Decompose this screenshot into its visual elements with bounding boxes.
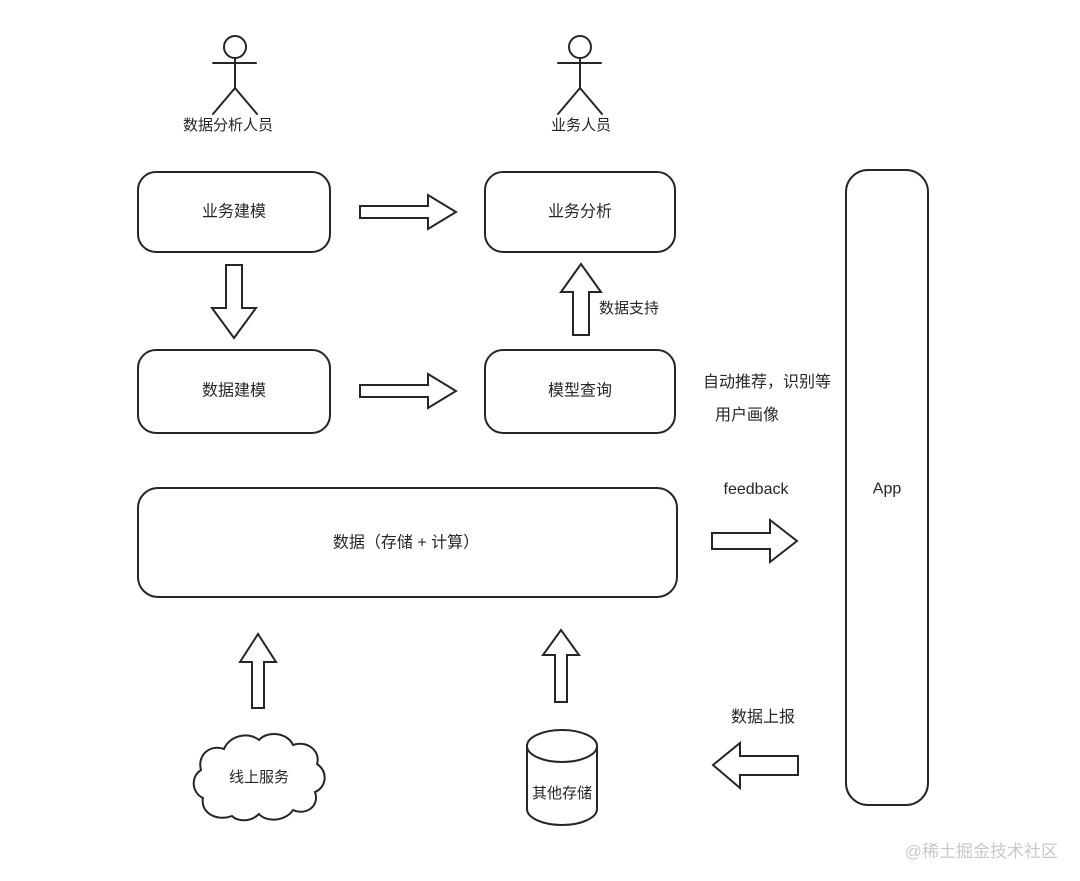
other-storage-cylinder (526, 729, 598, 826)
online-service-cloud (192, 733, 326, 822)
data-report-label: 数据上报 (731, 708, 795, 726)
business-analysis-box (484, 171, 676, 253)
business-modeling-label: 业务建模 (202, 203, 266, 221)
arrow-icon-modeling-to-analysis (359, 193, 458, 231)
feedback-label: feedback (724, 481, 790, 498)
arrow-icon-modeling-to-data-modeling (210, 264, 258, 340)
online-service-label: 线上服务 (229, 769, 289, 786)
other-storage-label: 其他存储 (532, 785, 592, 802)
model-query-box (484, 349, 676, 434)
data-platform-label: 数据（存储 + 计算） (333, 533, 479, 552)
arrow-icon-other-storage-to-data (541, 628, 581, 703)
data-modeling-label: 数据建模 (202, 382, 266, 400)
app-box (845, 169, 929, 806)
data-platform-box (137, 487, 678, 598)
arrow-icon-data-to-app-feedback (711, 517, 799, 565)
watermark-text: @稀土掘金技术社区 (905, 842, 1058, 861)
business-analysis-label: 业务分析 (548, 203, 612, 221)
business-actor-icon (557, 35, 603, 115)
model-query-label: 模型查询 (548, 382, 612, 400)
data-support-label: 数据支持 (599, 300, 659, 317)
auto-recommend-label: 自动推荐，识别等 (703, 373, 831, 391)
analyst-actor-label: 数据分析人员 (183, 117, 273, 134)
arrow-icon-model-query-to-analysis (559, 262, 603, 336)
arrow-icon-data-modeling-to-model-query (359, 372, 458, 410)
app-label: App (873, 481, 902, 498)
arrow-icon-app-to-storage-report (711, 740, 799, 791)
data-modeling-box (137, 349, 331, 434)
arrow-icon-online-service-to-data (238, 632, 278, 709)
business-modeling-box (137, 171, 331, 253)
user-profile-label: 用户画像 (715, 406, 779, 424)
business-actor-label: 业务人员 (551, 117, 611, 134)
analyst-actor-icon (212, 35, 258, 115)
